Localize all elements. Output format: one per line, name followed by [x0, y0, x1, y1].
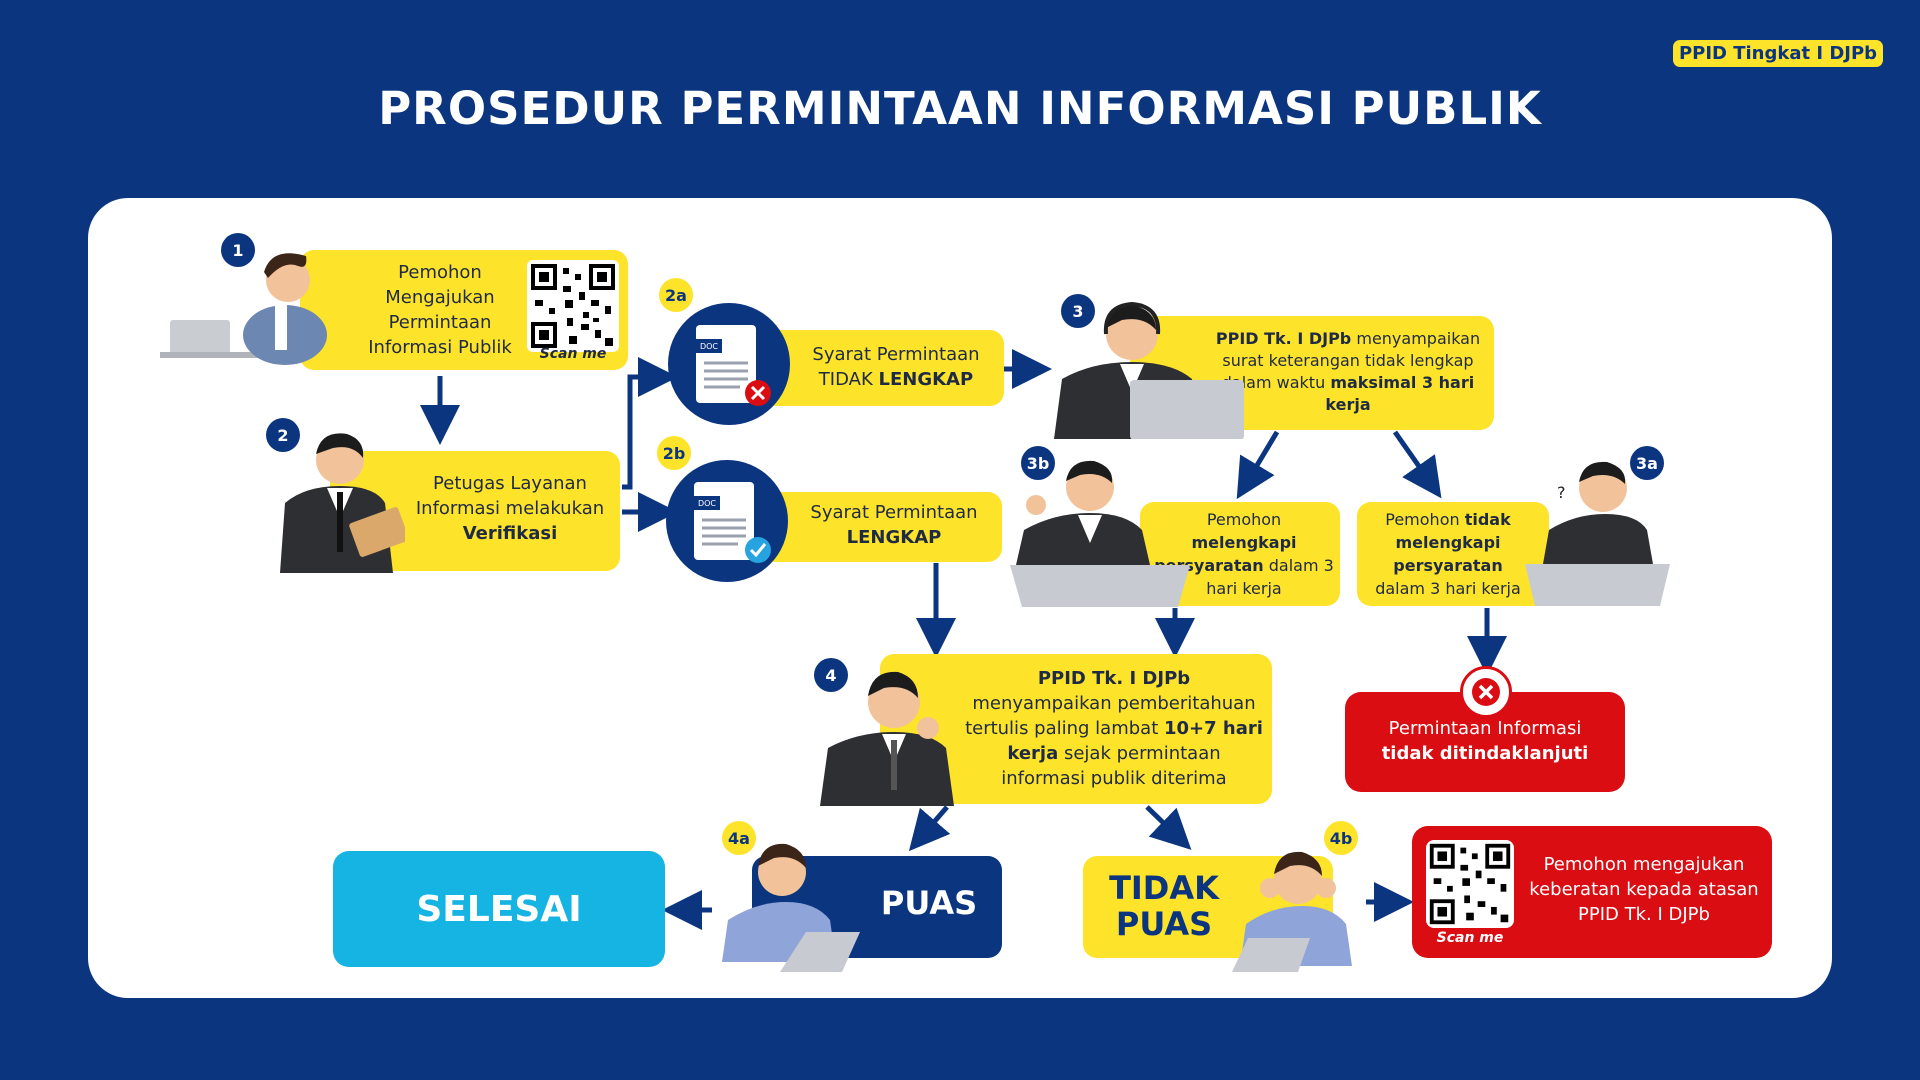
- step-2b-box: Syarat Permintaan LENGKAP: [760, 492, 1002, 562]
- svg-text:?: ?: [1557, 483, 1566, 502]
- qr-code-icon[interactable]: [1426, 840, 1514, 928]
- person-stressed-icon: [1232, 851, 1352, 972]
- operator-headset-icon: [1054, 301, 1244, 439]
- not-satisfied-text-a: TIDAK: [1109, 869, 1219, 907]
- rejected-text-b: tidak ditindaklanjuti: [1381, 743, 1589, 764]
- ppid-badge: PPID Tingkat I DJPb: [1673, 40, 1883, 67]
- step-4-text-d: sejak permintaan informasi publik diteri…: [1001, 743, 1227, 789]
- step-2a-box: Syarat Permintaan TIDAK LENGKAP: [760, 330, 1004, 406]
- finish-box: SELESAI: [333, 851, 665, 967]
- doc-incomplete-icon: DOC: [668, 303, 790, 425]
- finish-text: SELESAI: [416, 888, 582, 930]
- step-2a-text-c: LENGKAP: [878, 369, 974, 390]
- satisfied-text: PUAS: [880, 884, 978, 922]
- step-4b-number: 4b: [1324, 821, 1358, 855]
- step-3-box: PPID Tk. I DJPb menyampaikan surat keter…: [1130, 316, 1494, 430]
- step-3a-text-a: Pemohon: [1385, 510, 1460, 529]
- step-3b-number: 3b: [1021, 446, 1055, 480]
- step-3-text-c: maksimal 3 hari kerja: [1325, 373, 1475, 414]
- operator-confused-icon: ?: [1525, 461, 1670, 606]
- step-4a-number: 4a: [722, 821, 756, 855]
- step-2a-number: 2a: [659, 278, 693, 312]
- step-4-text-b: menyampaikan pemberitahuan tertulis pali…: [965, 693, 1256, 739]
- person-laptop-icon: [160, 253, 327, 365]
- step-2a-text-a: Syarat Permintaan: [812, 344, 980, 365]
- step-3-text-a: PPID Tk. I DJPb: [1215, 329, 1352, 348]
- step-4-text-c: 10+7 hari kerja: [1007, 718, 1263, 764]
- doc-complete-icon: DOC: [666, 460, 788, 582]
- step-4-text-a: PPID Tk. I DJPb: [1037, 668, 1191, 689]
- qr-scan-label: Scan me: [1436, 930, 1504, 946]
- page-title: PROSEDUR PERMINTAAN INFORMASI PUBLIK: [378, 82, 1542, 135]
- step-3a-text-b: tidak melengkapi persyaratan: [1393, 510, 1511, 575]
- reject-x-icon: [1460, 666, 1512, 718]
- doc-label: DOC: [700, 342, 718, 351]
- step-3b-text-c: dalam 3 hari kerja: [1206, 556, 1334, 598]
- step-3b-text-a: Pemohon: [1206, 510, 1282, 529]
- step-3a-text-c: dalam 3 hari kerja: [1375, 579, 1521, 598]
- step-2-text-b: Verifikasi: [462, 523, 558, 544]
- step-3-number: 3: [1061, 294, 1095, 328]
- step-2b-text-a: Syarat Permintaan: [810, 502, 978, 523]
- step-1-number: 1: [221, 233, 255, 267]
- officer-clipboard-icon: [280, 433, 405, 573]
- doc-label: DOC: [698, 499, 716, 508]
- operator-phone-icon: [820, 671, 954, 806]
- step-2a-text-b: TIDAK: [818, 369, 873, 390]
- step-1-box: Pemohon Mengajukan Permintaan Informasi …: [300, 250, 628, 370]
- appeal-text: Pemohon mengajukan keberatan kepada atas…: [1529, 854, 1759, 925]
- step-1-text: Pemohon Mengajukan Permintaan Informasi …: [368, 262, 512, 358]
- step-4-number: 4: [814, 658, 848, 692]
- step-2-text-a: Petugas Layanan Informasi melakukan: [415, 473, 605, 519]
- qr-scan-label: Scan me: [539, 346, 607, 362]
- step-3a-box: Pemohon tidak melengkapi persyaratan dal…: [1357, 502, 1549, 606]
- qr-code-icon[interactable]: [527, 260, 619, 352]
- step-2-number: 2: [266, 418, 300, 452]
- rejected-text-a: Permintaan Informasi: [1388, 718, 1582, 739]
- operator-ok-icon: [1010, 460, 1190, 607]
- step-3a-number: 3a: [1630, 446, 1664, 480]
- step-2b-number: 2b: [657, 436, 691, 470]
- step-2b-text-b: LENGKAP: [846, 527, 942, 548]
- person-phone-laptop-icon: [722, 843, 860, 972]
- not-satisfied-text-b: PUAS: [1115, 905, 1213, 943]
- appeal-box: Scan me Pemohon mengajukan keberatan kep…: [1412, 826, 1772, 958]
- step-3-text-b: menyampaikan surat keterangan tidak leng…: [1221, 329, 1481, 392]
